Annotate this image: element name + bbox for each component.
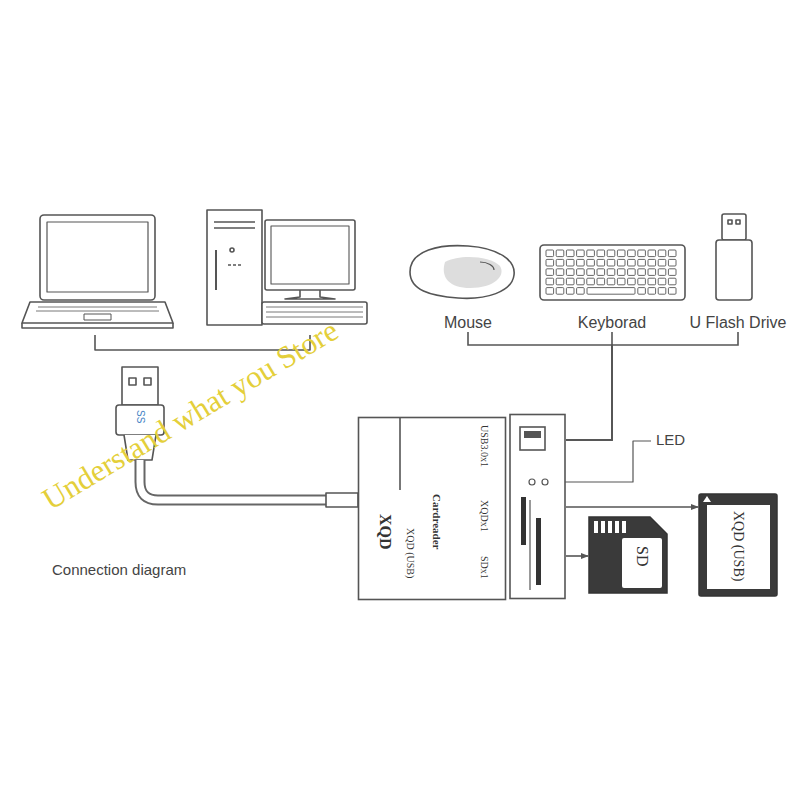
cable — [140, 460, 330, 500]
printed-label: SD — [633, 546, 651, 566]
mouse-icon — [410, 246, 514, 299]
watermark: Understand what you Store — [36, 313, 344, 518]
cable — [140, 460, 330, 500]
device-node: Keyborad — [540, 240, 684, 332]
printed-label: XQD (USB) — [730, 511, 746, 581]
xqd-card: XQD (USB) — [698, 493, 778, 597]
shape-outline — [588, 516, 668, 594]
insert-arrow — [566, 506, 698, 508]
printed-label: XQD (USB) — [404, 528, 416, 578]
led-leader — [551, 441, 651, 482]
connection-line — [566, 332, 738, 440]
desktop-icon — [207, 210, 367, 325]
card-reader: XQD XQD (USB) Cardreader USB3.0x1XQDx1SDx1 — [358, 414, 566, 601]
printed-label: SDx1 — [478, 556, 490, 579]
shape-outline — [358, 414, 566, 601]
flash-drive-icon — [716, 214, 752, 300]
printed-label: Cardreader — [431, 494, 444, 549]
sd-card: SD — [588, 516, 668, 594]
laptop-icon — [22, 215, 173, 328]
caption-text: Connection diagram — [52, 561, 186, 578]
device-label: Keyborad — [578, 314, 647, 332]
device-node: U Flash Drive — [686, 210, 790, 332]
device-label: Mouse — [444, 314, 492, 332]
printed-label: XQD — [376, 514, 394, 550]
keyboard-icon — [540, 245, 685, 300]
device-node: Mouse — [410, 240, 526, 332]
device-label: U Flash Drive — [690, 314, 787, 332]
connection-line — [566, 332, 612, 440]
cable-connector — [326, 493, 358, 507]
printed-label: XQDx1 — [478, 500, 490, 532]
callout-label: LED — [656, 431, 685, 448]
insert-arrow — [566, 555, 588, 557]
printed-label: USB3.0x1 — [478, 425, 490, 467]
